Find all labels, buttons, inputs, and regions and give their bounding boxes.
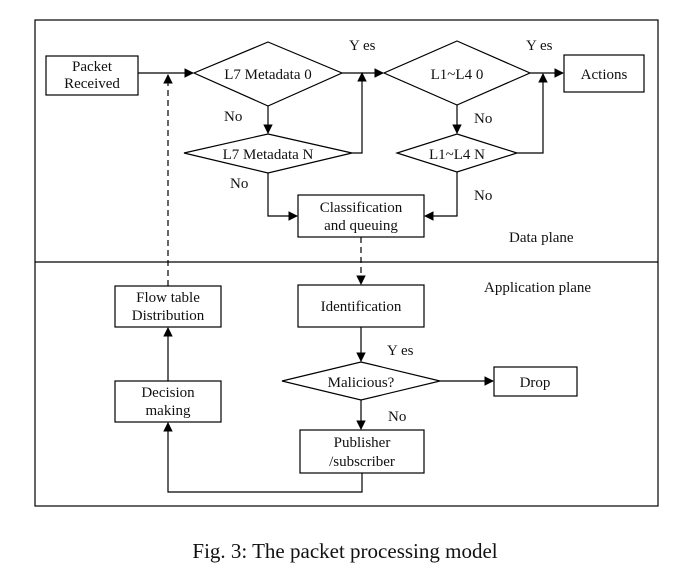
drop-box <box>493 366 578 397</box>
flow-table-box <box>114 285 222 328</box>
figure-caption: Fig. 3: The packet processing model <box>192 539 497 563</box>
edge-label-no-l7-0: No <box>224 109 242 125</box>
diagram-frame <box>34 19 659 507</box>
decision-label-line1: Decision <box>141 385 195 401</box>
edge-label-no-l7-n: No <box>230 176 248 192</box>
packet-received-box <box>45 55 139 96</box>
edge-l7-n-to-classification <box>267 173 298 221</box>
l1-l4-0-label: L1~L4 0 <box>431 67 484 83</box>
actions-box <box>563 54 645 93</box>
data-plane-label: Data plane <box>509 230 574 246</box>
flow-table-label-line2: Distribution <box>132 308 205 324</box>
decision-box <box>114 380 222 423</box>
l1-l4-n-label: L1~L4 N <box>429 147 485 163</box>
classification-label-line1: Classification <box>320 200 403 216</box>
edge-l7-n-back-to-l1-l4-0 <box>352 72 367 154</box>
edge-label-no-malicious: No <box>388 409 406 425</box>
application-plane-label: Application plane <box>484 280 591 296</box>
edge-l1-l4-n-to-classification <box>424 172 458 221</box>
publisher-label-line1: Publisher <box>334 435 391 451</box>
edge-label-yes-malicious: Y es <box>387 343 414 359</box>
edge-publisher-to-decision <box>163 422 363 493</box>
l7-metadata-n-label: L7 Metadata N <box>223 147 314 163</box>
packet-received-label-line1: Packet <box>72 59 113 75</box>
decision-label-line2: making <box>146 403 191 419</box>
actions-label: Actions <box>581 67 628 83</box>
classification-label-line2: and queuing <box>324 218 398 234</box>
edge-l1-l4-n-to-actions <box>517 73 548 154</box>
drop-label: Drop <box>520 375 551 391</box>
l7-metadata-0-label: L7 Metadata 0 <box>224 67 311 83</box>
packet-received-label-line2: Received <box>64 76 120 92</box>
edge-label-yes-l7: Y es <box>349 38 376 54</box>
edge-label-yes-l1-l4: Y es <box>526 38 553 54</box>
edge-label-no-l1-l4-0: No <box>474 111 492 127</box>
malicious-label: Malicious? <box>328 375 395 391</box>
identification-label: Identification <box>321 299 402 315</box>
publisher-label-line2: /subscriber <box>329 454 395 470</box>
edge-label-no-l1-l4-n: No <box>474 188 492 204</box>
publisher-box <box>299 429 425 474</box>
flow-table-label-line1: Flow table <box>136 290 200 306</box>
